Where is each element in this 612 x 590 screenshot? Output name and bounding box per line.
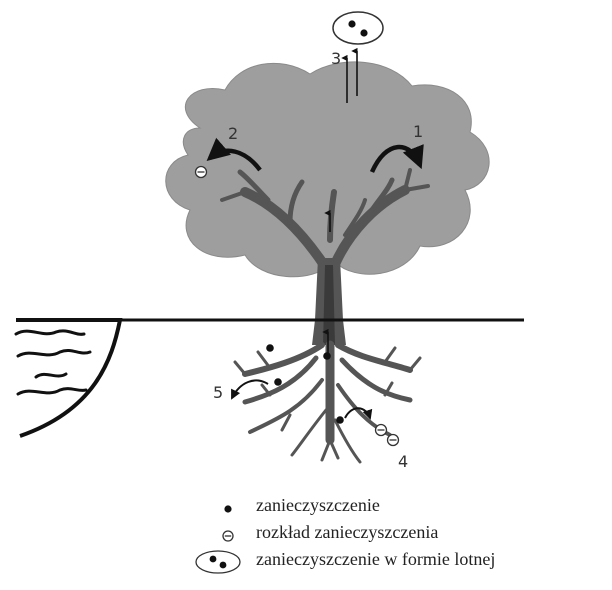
volatile-pollutant-icon [333,12,383,44]
legend-item-degradation: rozkład zanieczyszczenia [190,521,610,548]
volatile-pollutant-legend-icon [190,548,246,575]
process-label-1: 1 [413,122,423,141]
process-label-5: 5 [213,383,223,402]
degradation-icon-root-2 [388,435,399,446]
legend-label-volatile: zanieczyszczenie w formie lotnej [256,549,495,570]
legend-item-volatile: zanieczyszczenie w formie lotnej [190,548,610,575]
pollutant-dot [336,416,344,424]
degradation-icon [190,521,246,548]
degradation-icon-canopy [196,167,207,178]
tree-trunk-core [323,265,335,345]
legend: zanieczyszczenie rozkład zanieczyszczeni… [190,494,610,575]
pond-bank [16,320,120,436]
pollutant-dot [274,378,282,386]
pollutant-dot [323,352,331,360]
process-label-2: 2 [228,124,238,143]
legend-label-pollutant: zanieczyszczenie [256,495,380,516]
degradation-icon-root-1 [376,425,387,436]
process-label-4: 4 [398,452,408,471]
legend-item-pollutant: zanieczyszczenie [190,494,610,521]
pollutant-dot [266,344,274,352]
tree-canopy [166,62,489,277]
process-label-3: 3 [331,49,341,68]
legend-label-degradation: rozkład zanieczyszczenia [256,522,438,543]
water-waves [16,331,90,394]
pollutant-dot-icon [190,494,246,521]
